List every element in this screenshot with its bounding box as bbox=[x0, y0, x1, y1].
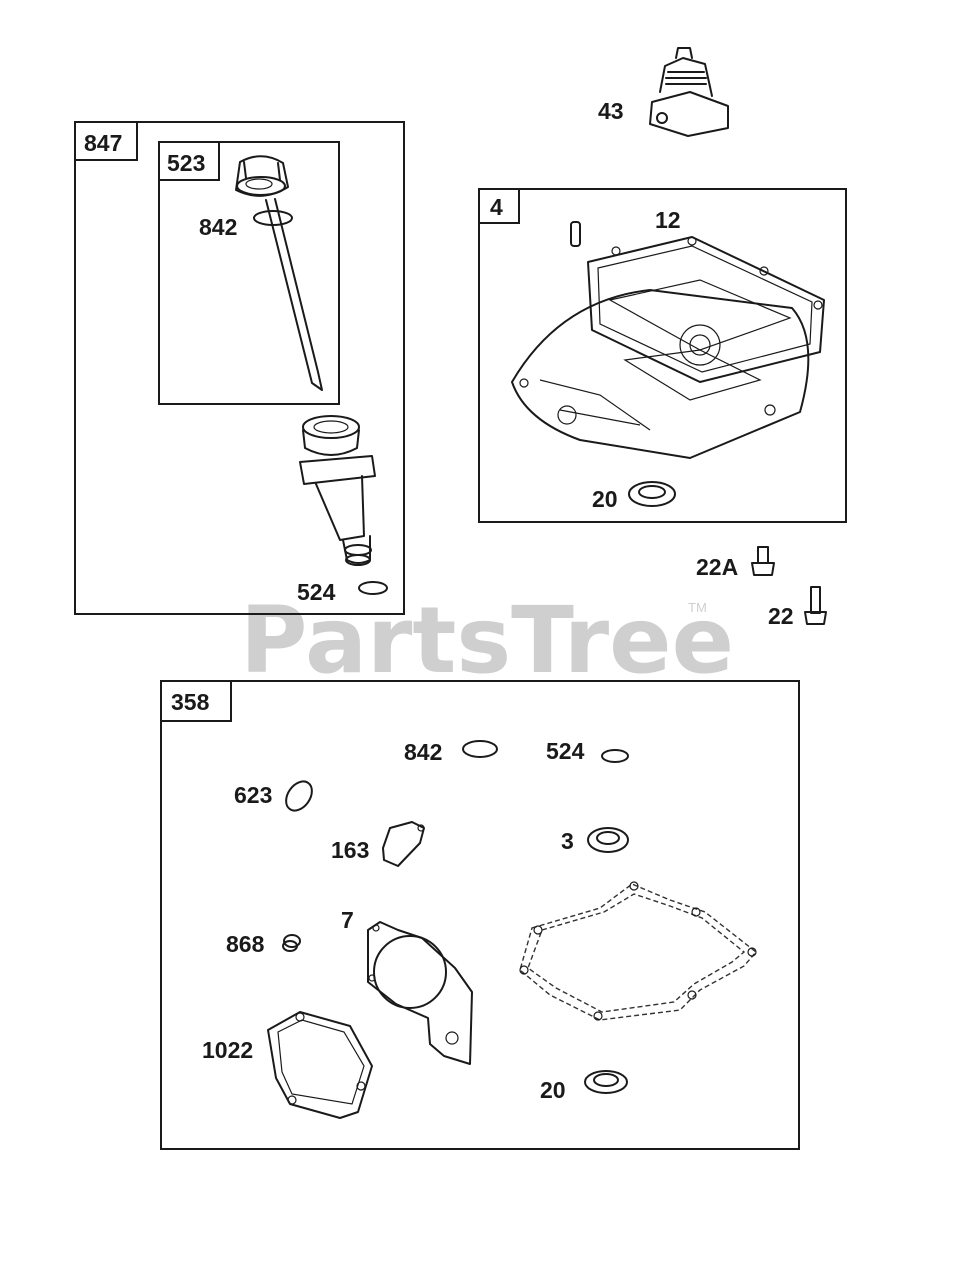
callout-20-kit[interactable]: 20 bbox=[540, 1077, 566, 1103]
oil-seal-20-sump[interactable] bbox=[628, 481, 676, 507]
group-358: 358 bbox=[160, 680, 800, 1150]
group-label-847[interactable]: 847 bbox=[84, 130, 122, 156]
head-gasket-7-part[interactable] bbox=[367, 921, 473, 1065]
o-ring-524-kit[interactable] bbox=[601, 749, 629, 763]
oil-seal-3-part[interactable] bbox=[587, 827, 629, 853]
o-ring-842-dipstick[interactable] bbox=[253, 210, 293, 226]
callout-12[interactable]: 12 bbox=[655, 207, 681, 233]
dowel-pin-part[interactable] bbox=[570, 221, 581, 247]
callout-163[interactable]: 163 bbox=[331, 837, 369, 863]
group-label-523[interactable]: 523 bbox=[167, 150, 205, 176]
bolt-22-part[interactable] bbox=[804, 586, 827, 625]
o-ring-524-tube[interactable] bbox=[358, 581, 388, 595]
sump-gasket-part[interactable] bbox=[519, 881, 758, 1021]
o-ring-842-kit[interactable] bbox=[462, 740, 498, 758]
callout-524[interactable]: 524 bbox=[297, 579, 336, 605]
group-label-4[interactable]: 4 bbox=[490, 194, 503, 220]
callout-1022[interactable]: 1022 bbox=[202, 1037, 253, 1063]
callout-524-kit[interactable]: 524 bbox=[546, 738, 585, 764]
callout-842[interactable]: 842 bbox=[199, 214, 237, 240]
group-523: 523 bbox=[158, 141, 340, 405]
dipstick-part[interactable] bbox=[235, 155, 323, 391]
oil-seal-20-kit[interactable] bbox=[584, 1070, 628, 1094]
callout-20[interactable]: 20 bbox=[592, 486, 618, 512]
engine-sump-part[interactable] bbox=[511, 236, 825, 459]
group-label-358[interactable]: 358 bbox=[171, 689, 210, 715]
callout-7[interactable]: 7 bbox=[341, 907, 354, 933]
bolt-22A-part[interactable] bbox=[751, 546, 775, 576]
callout-43[interactable]: 43 bbox=[598, 98, 624, 124]
watermark-brand: PartsTree bbox=[240, 587, 734, 694]
group-847: 847 bbox=[74, 121, 405, 615]
callout-868[interactable]: 868 bbox=[226, 931, 265, 957]
rocker-cover-gasket-1022-part[interactable] bbox=[267, 1011, 373, 1119]
callout-22A[interactable]: 22A bbox=[696, 554, 738, 580]
gasket-163-part[interactable] bbox=[382, 821, 425, 867]
callout-842-kit[interactable]: 842 bbox=[404, 739, 442, 765]
callout-623[interactable]: 623 bbox=[234, 782, 272, 808]
watermark-trademark: TM bbox=[688, 600, 707, 615]
governor-assembly-part[interactable] bbox=[649, 47, 729, 137]
group-4: 4 bbox=[478, 188, 847, 523]
dipstick-tube-part[interactable] bbox=[299, 415, 376, 566]
callout-22[interactable]: 22 bbox=[768, 603, 794, 629]
o-ring-623-kit[interactable] bbox=[281, 777, 317, 816]
callout-3[interactable]: 3 bbox=[561, 828, 574, 854]
valve-seal-868-part[interactable] bbox=[282, 934, 301, 952]
